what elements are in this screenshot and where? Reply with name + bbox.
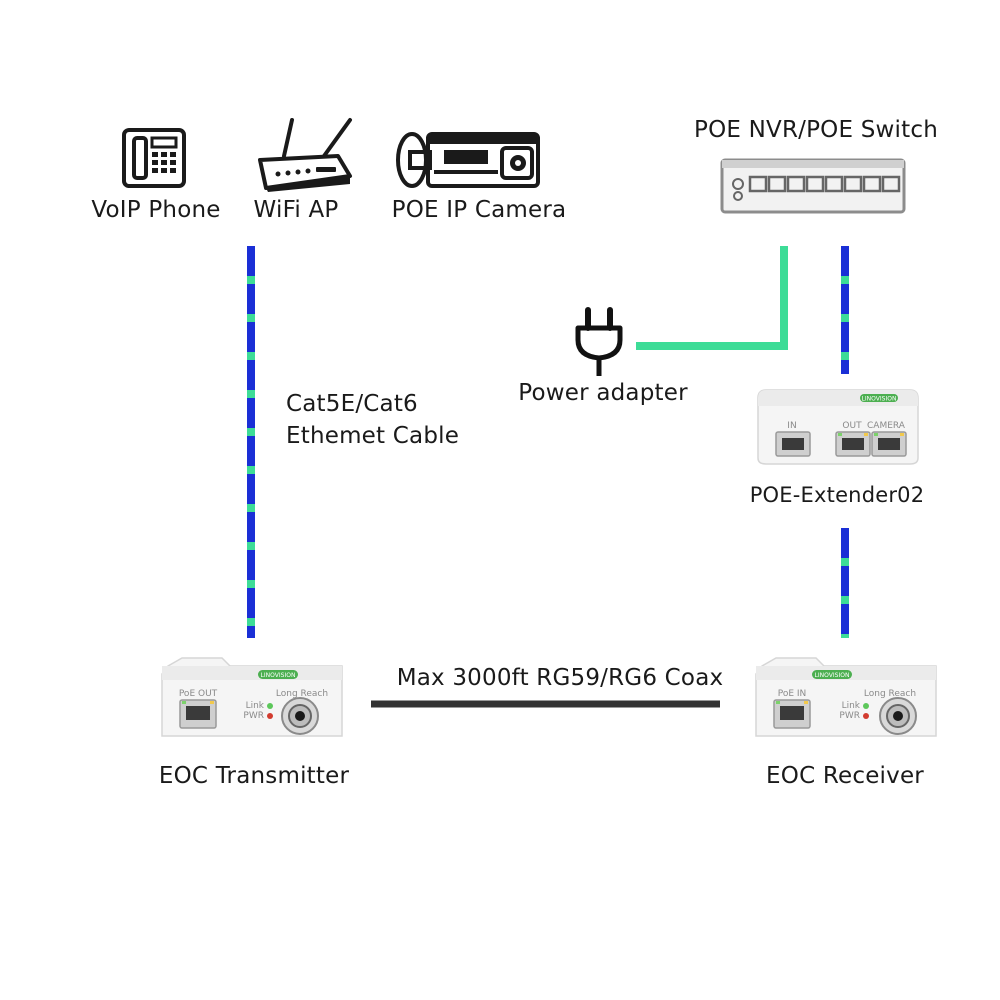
tx-port-marking: PoE OUT <box>179 689 218 699</box>
power-cable <box>636 246 788 350</box>
brand-badge <box>812 670 852 679</box>
rx-pwr-marking: PWR <box>839 711 860 721</box>
tx-long-reach-marking: Long Reach <box>276 689 328 699</box>
tx-link-led <box>267 703 273 709</box>
eoc-transmitter-label: EOC Transmitter <box>158 763 350 789</box>
poe-extender-device: LINOVISION IN OUT CAMERA <box>757 389 919 465</box>
extender-camera-marking: CAMERA <box>867 421 906 431</box>
brand-text: LINOVISION <box>862 396 897 403</box>
poe-extender-label: POE-Extender02 <box>749 483 925 507</box>
extender-in-marking: IN <box>787 421 796 431</box>
rx-pwr-led <box>863 713 869 719</box>
tx-link-marking: Link <box>246 701 265 711</box>
wifi-router-icon <box>258 118 352 192</box>
phone-icon <box>122 128 186 188</box>
extender-out-marking: OUT <box>842 421 862 431</box>
network-switch-icon <box>720 158 906 214</box>
rx-link-led <box>863 703 869 709</box>
brand-text: LINOVISION <box>815 672 850 679</box>
ethernet-cable-label-line2: Ethemet Cable <box>286 423 460 449</box>
rx-link-marking: Link <box>842 701 861 711</box>
poe-ip-camera-label: POE IP Camera <box>391 197 567 223</box>
poe-nvr-switch-label: POE NVR/POE Switch <box>694 117 938 143</box>
brand-badge <box>860 394 898 402</box>
tx-pwr-led <box>267 713 273 719</box>
rx-long-reach-marking: Long Reach <box>864 689 916 699</box>
ethernet-cable-label-line1: Cat5E/Cat6 <box>286 391 418 417</box>
power-plug-icon <box>575 307 623 376</box>
brand-badge <box>258 670 298 679</box>
brand-text: LINOVISION <box>261 672 296 679</box>
wifi-ap-label: WiFi AP <box>253 197 339 223</box>
coax-cable-label: Max 3000ft RG59/RG6 Coax <box>396 665 724 691</box>
eoc-receiver-device: LINOVISION PoE IN Long Reach Link PWR <box>755 657 937 737</box>
voip-phone-label: VoIP Phone <box>91 197 221 223</box>
power-adapter-label: Power adapter <box>518 380 688 406</box>
rx-port-marking: PoE IN <box>778 689 807 699</box>
tx-pwr-marking: PWR <box>243 711 264 721</box>
eoc-transmitter-device: LINOVISION PoE OUT Long Reach Link PWR <box>161 657 343 737</box>
eoc-receiver-label: EOC Receiver <box>766 763 924 789</box>
camera-icon <box>396 132 540 188</box>
